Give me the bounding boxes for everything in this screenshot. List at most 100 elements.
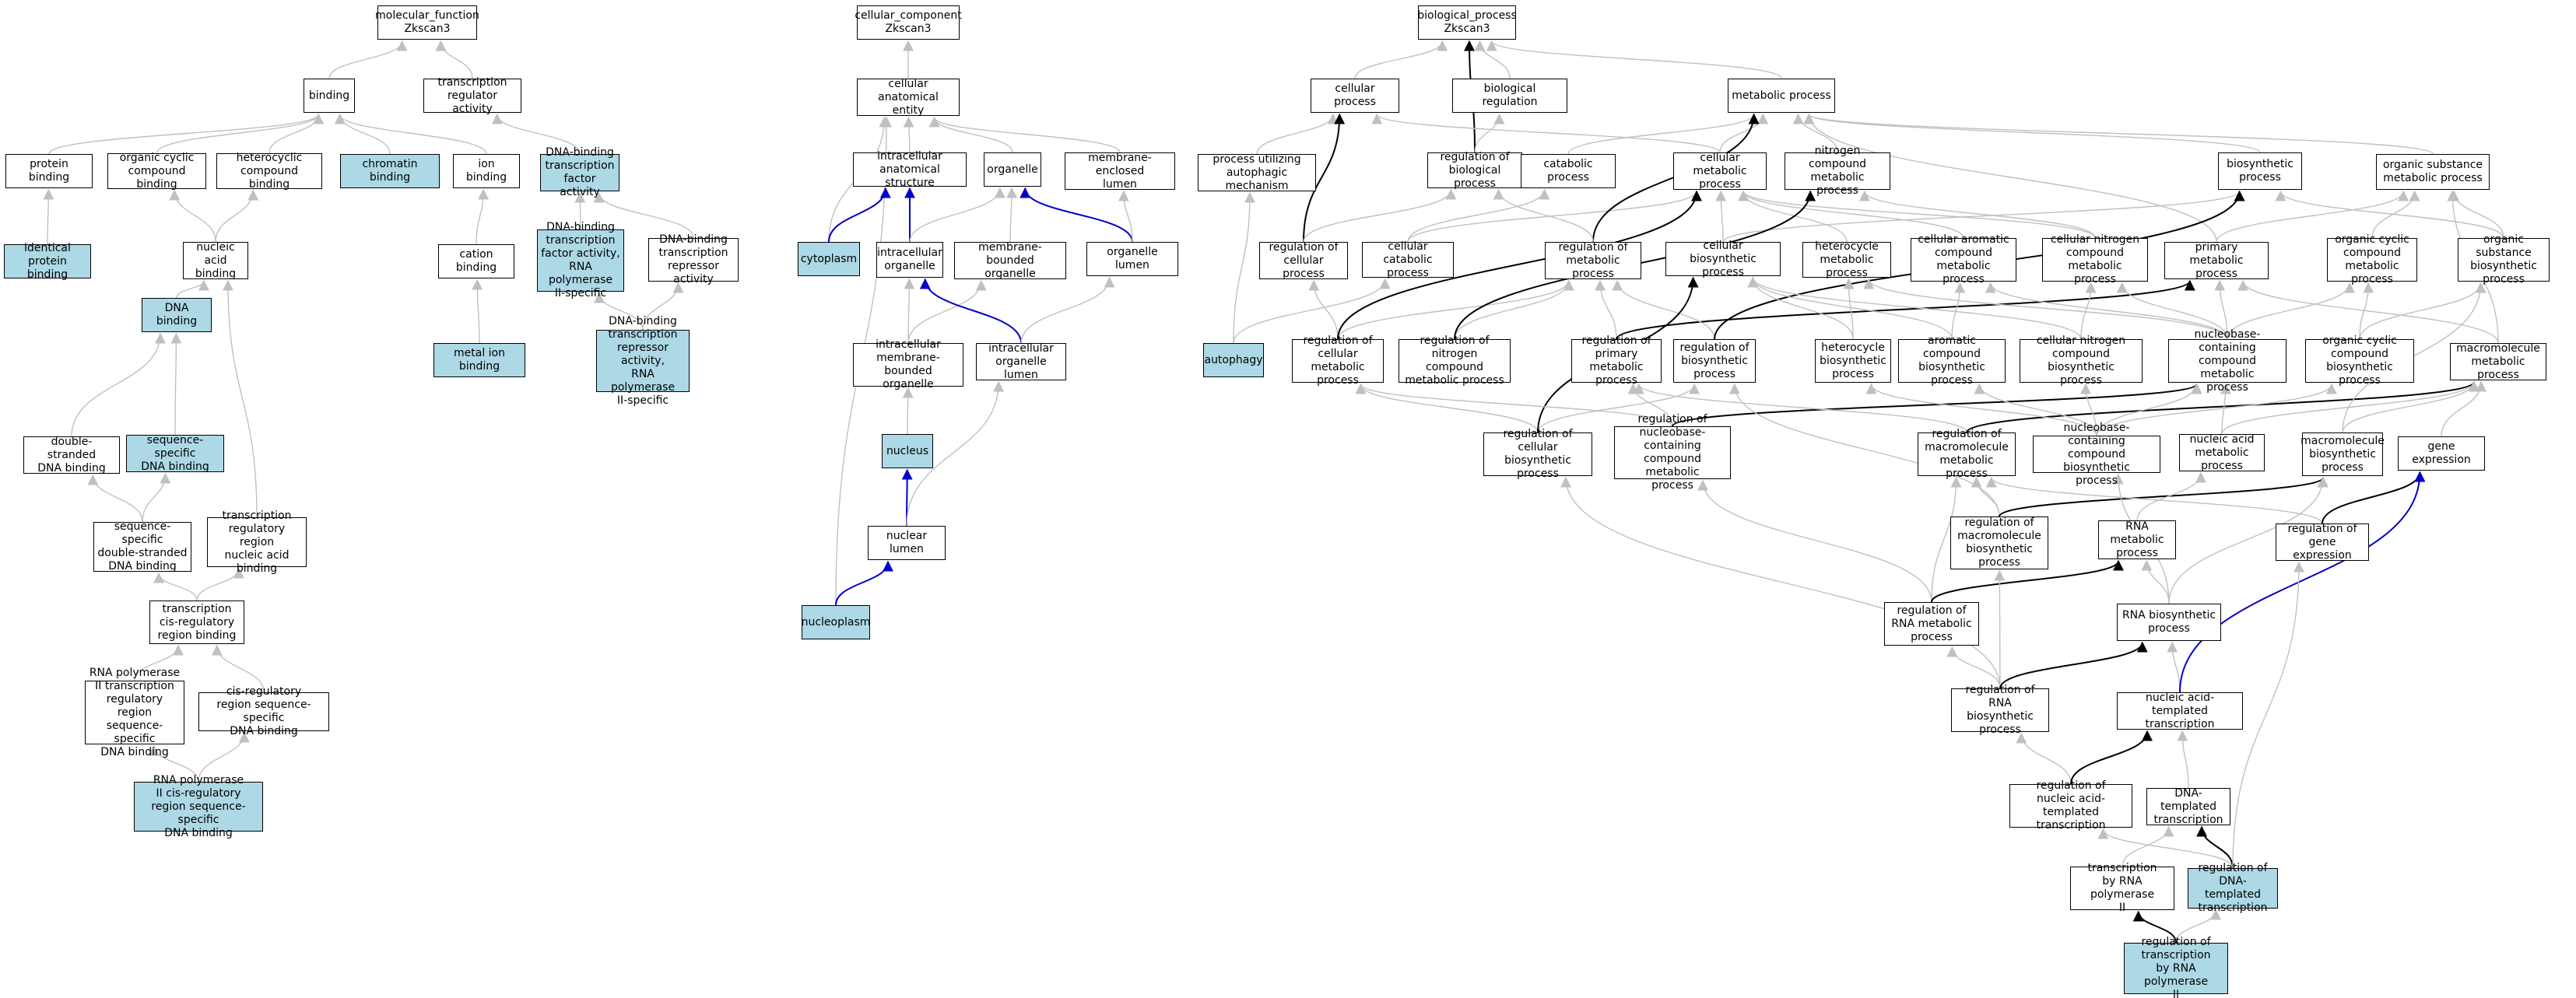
go-term-node-imbo[interactable]: intracellular membrane-bounded organelle xyxy=(853,338,963,390)
go-term-node-rnatt[interactable]: regulation of nucleic acid-templated tra… xyxy=(2009,779,2132,832)
go-term-node-metal-ion[interactable]: metal ion binding xyxy=(433,343,525,377)
edge-ncmp-to-mp xyxy=(1792,113,1838,153)
go-term-node-hbp[interactable]: heterocycle biosynthetic process xyxy=(1815,339,1891,383)
go-term-node-rbp[interactable]: regulation of biological process xyxy=(1427,151,1522,190)
go-term-node-rnap2-trr[interactable]: RNA polymerase II transcription regulato… xyxy=(85,667,184,758)
go-term-node-rpmp[interactable]: regulation of primary metabolic process xyxy=(1571,334,1662,387)
go-term-node-nbcbp[interactable]: nucleobase-containing compound biosynthe… xyxy=(2033,422,2160,487)
go-term-node-hmp[interactable]: heterocycle metabolic process xyxy=(1802,240,1891,279)
go-term-node-tcrrb[interactable]: transcription cis-regulatory region bind… xyxy=(149,601,244,644)
edge-trnap2-to-dtt xyxy=(2122,825,2174,867)
go-term-node-autophagy[interactable]: autophagy xyxy=(1203,343,1264,377)
go-term-node-osbp[interactable]: organic substance biosynthetic process xyxy=(2458,233,2550,285)
go-term-node-cytoplasm[interactable]: cytoplasm xyxy=(798,242,860,276)
go-term-node-bp-root[interactable]: biological_process Zkscan3 xyxy=(1417,5,1517,40)
go-term-node-acbp[interactable]: aromatic compound biosynthetic process xyxy=(1898,334,2006,387)
edge-rnap2_cis-to-cis_ss xyxy=(198,731,250,783)
go-term-node-rnap2-cis[interactable]: RNA polymerase II cis-regulatory region … xyxy=(134,774,263,839)
go-term-node-hcb[interactable]: heterocyclic compound binding xyxy=(216,152,322,191)
go-term-node-dbtra-pol2[interactable]: DNA-binding transcription repressor acti… xyxy=(596,315,690,407)
go-term-node-rcmp[interactable]: regulation of cellular metabolic process xyxy=(1292,334,1384,387)
go-term-node-rmbp[interactable]: regulation of macromolecule biosynthetic… xyxy=(1950,517,2048,569)
go-term-node-tra[interactable]: transcription regulator activity xyxy=(423,76,521,115)
edge-rge-to-rmmp xyxy=(1985,476,2323,524)
edge-acbp-to-cbp xyxy=(1747,276,1953,340)
go-term-node-cncmp[interactable]: cellular nitrogen compound metabolic pro… xyxy=(2042,233,2148,285)
go-term-node-organelle[interactable]: organelle xyxy=(984,152,1041,187)
go-term-node-nucleoplasm[interactable]: nucleoplasm xyxy=(802,605,870,639)
go-term-node-ncmp[interactable]: nitrogen compound metabolic process xyxy=(1785,145,1890,197)
go-term-node-ssdna[interactable]: sequence-specific DNA binding xyxy=(126,434,224,473)
go-term-node-cae[interactable]: cellular anatomical entity xyxy=(857,78,960,117)
go-term-node-rge[interactable]: regulation of gene expression xyxy=(2276,523,2369,562)
go-term-node-osmp[interactable]: organic substance metabolic process xyxy=(2376,154,2490,190)
go-term-node-rnabp[interactable]: RNA biosynthetic process xyxy=(2117,604,2221,641)
go-term-node-occb[interactable]: organic cyclic compound binding xyxy=(107,152,206,191)
go-term-node-dbtra[interactable]: DNA-binding transcription repressor acti… xyxy=(648,233,739,285)
go-term-node-cacmp[interactable]: cellular aromatic compound metabolic pro… xyxy=(1911,233,2016,285)
go-term-node-dna-binding[interactable]: DNA binding xyxy=(142,298,212,332)
go-term-node-occmp[interactable]: organic cyclic compound metabolic proces… xyxy=(2327,233,2417,285)
go-term-node-natt[interactable]: nucleic acid-templated transcription xyxy=(2117,692,2243,730)
go-term-node-br[interactable]: biological regulation xyxy=(1452,79,1567,113)
go-term-node-rbsp[interactable]: regulation of biosynthetic process xyxy=(1673,339,1756,383)
edge-ias-to-cae xyxy=(903,116,914,153)
go-term-node-mbo[interactable]: membrane-bounded organelle xyxy=(954,241,1066,280)
go-term-node-rmmp[interactable]: regulation of macromolecule metabolic pr… xyxy=(1918,428,2016,480)
go-term-node-cation[interactable]: cation binding xyxy=(438,244,514,278)
go-term-node-iol[interactable]: intracellular organelle lumen xyxy=(976,342,1066,381)
go-term-node-occbp[interactable]: organic cyclic compound biosynthetic pro… xyxy=(2305,334,2414,387)
go-term-node-ion-binding[interactable]: ion binding xyxy=(453,154,520,188)
go-term-node-cncbp[interactable]: cellular nitrogen compound biosynthetic … xyxy=(2020,334,2143,387)
go-term-node-cp[interactable]: cellular process xyxy=(1311,79,1399,113)
edge-mel-to-cae xyxy=(928,116,1121,153)
go-term-node-ccp[interactable]: cellular catabolic process xyxy=(1362,240,1454,279)
go-term-node-trnap2[interactable]: transcription by RNA polymerase II xyxy=(2070,862,2174,914)
go-term-node-dbtfa[interactable]: DNA-binding transcription factor activit… xyxy=(540,146,619,198)
go-term-node-catab[interactable]: catabolic process xyxy=(1521,154,1616,188)
go-term-node-ipb[interactable]: identical protein binding xyxy=(4,242,91,281)
go-term-node-mel[interactable]: membrane-enclosed lumen xyxy=(1065,152,1175,191)
go-term-node-rcp[interactable]: regulation of cellular process xyxy=(1259,241,1348,280)
go-term-node-protein-binding[interactable]: protein binding xyxy=(5,154,93,188)
edge-nbcbp-to-nbcmp xyxy=(2096,383,2202,436)
go-term-node-rcbp[interactable]: regulation of cellular biosynthetic proc… xyxy=(1483,428,1592,480)
go-term-node-dsdna[interactable]: double-stranded DNA binding xyxy=(23,436,120,474)
go-term-node-rtrnap2[interactable]: regulation of transcription by RNA polym… xyxy=(2124,936,2228,998)
go-term-node-ias[interactable]: intracellular anatomical structure xyxy=(853,150,967,189)
go-term-node-chromatin[interactable]: chromatin binding xyxy=(340,154,440,188)
go-term-node-puam[interactable]: process utilizing autophagic mechanism xyxy=(1198,153,1316,192)
go-term-node-nab[interactable]: nucleic acid binding xyxy=(183,241,248,280)
go-term-node-dtt[interactable]: DNA-templated transcription xyxy=(2146,787,2230,826)
go-term-node-nbcmp[interactable]: nucleobase-containing compound metabolic… xyxy=(2168,328,2286,394)
go-term-node-cis-ss[interactable]: cis-regulatory region sequence-specific … xyxy=(198,685,329,737)
go-term-node-ge[interactable]: gene expression xyxy=(2398,436,2485,471)
go-term-node-binding[interactable]: binding xyxy=(304,79,355,113)
go-term-node-rrnabp[interactable]: regulation of RNA biosynthetic process xyxy=(1951,684,2049,736)
go-term-node-rrnamp[interactable]: regulation of RNA metabolic process xyxy=(1884,602,1979,646)
go-term-node-nucleus[interactable]: nucleus xyxy=(882,434,933,468)
go-term-node-namp[interactable]: nucleic acid metabolic process xyxy=(2179,433,2265,472)
go-term-node-ssdsdna[interactable]: sequence-specific double-stranded DNA bi… xyxy=(93,520,191,573)
go-term-node-rdtt[interactable]: regulation of DNA-templated transcriptio… xyxy=(2188,862,2278,914)
go-term-node-mf-root[interactable]: molecular_function Zkscan3 xyxy=(375,5,479,40)
go-term-node-rnbcmp[interactable]: regulation of nucleobase-containing comp… xyxy=(1614,413,1731,492)
go-term-node-pmp[interactable]: primary metabolic process xyxy=(2164,241,2269,280)
go-term-node-rnamp[interactable]: RNA metabolic process xyxy=(2098,520,2176,559)
go-term-node-cc-root[interactable]: cellular_component Zkscan3 xyxy=(855,5,962,40)
go-term-node-rncmp[interactable]: regulation of nitrogen compound metaboli… xyxy=(1399,334,1511,387)
edge-nbcmp-to-pmp xyxy=(2214,279,2228,340)
go-term-node-trrnab[interactable]: transcription regulatory region nucleic … xyxy=(207,510,307,575)
go-term-node-cbp[interactable]: cellular biosynthetic process xyxy=(1665,240,1781,278)
go-term-node-dbtfa-pol2[interactable]: DNA-binding transcription factor activit… xyxy=(537,221,624,299)
go-term-node-nuclear-lumen[interactable]: nuclear lumen xyxy=(868,526,946,560)
go-term-node-bsp[interactable]: biosynthetic process xyxy=(2218,152,2302,190)
go-term-node-mbsp[interactable]: macromolecule biosynthetic process xyxy=(2301,432,2385,476)
go-term-node-rmp[interactable]: regulation of metabolic process xyxy=(1545,241,1641,280)
go-term-node-io[interactable]: intracellular organelle xyxy=(876,242,943,278)
go-term-node-ol[interactable]: organelle lumen xyxy=(1086,242,1178,276)
go-term-node-mp[interactable]: metabolic process xyxy=(1728,79,1835,113)
go-term-node-cmp[interactable]: cellular metabolic process xyxy=(1673,152,1767,191)
go-term-node-mmp[interactable]: macromolecule metabolic process xyxy=(2450,342,2546,381)
